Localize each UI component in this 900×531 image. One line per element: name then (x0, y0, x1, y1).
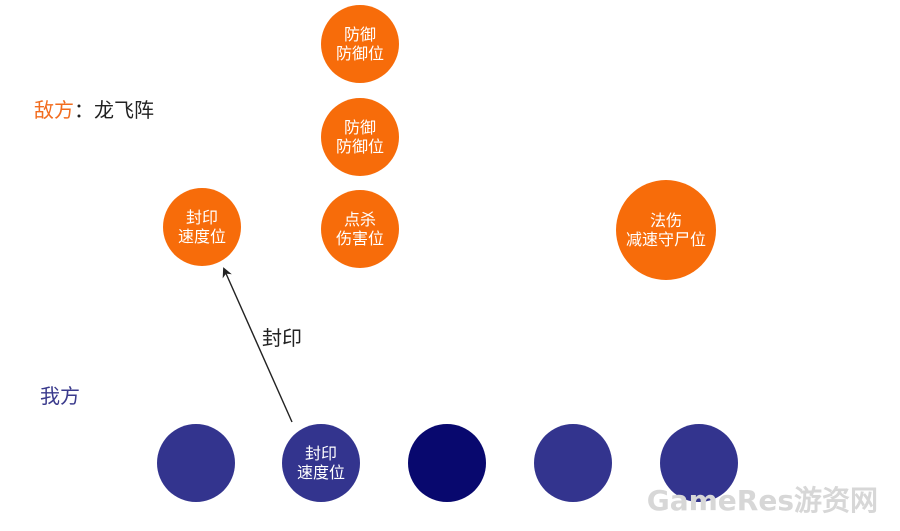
seal-arrow (222, 267, 293, 423)
ally-node-3 (408, 424, 486, 502)
enemy-side-text: 敌方 (34, 98, 74, 122)
watermark: GameRes游资网 (646, 484, 878, 517)
node-line1: 防御 (343, 118, 376, 137)
node-line2: 伤害位 (335, 229, 384, 248)
enemy-node-defense-1: 防御 防御位 (321, 5, 399, 83)
node-line2: 速度位 (296, 463, 345, 482)
ally-node-5 (660, 424, 738, 502)
ally-node-4 (534, 424, 612, 502)
ally-node-seal: 封印 速度位 (282, 424, 360, 502)
node-line1: 封印 (304, 444, 337, 463)
seal-arrow-label: 封印 (262, 326, 302, 350)
node-line2: 减速守尸位 (625, 230, 706, 249)
node-line1: 防御 (343, 25, 376, 44)
node-line1: 点杀 (343, 210, 376, 229)
node-line1: 法伤 (649, 211, 682, 230)
enemy-side-label: 敌方：龙飞阵 (34, 94, 154, 123)
node-line2: 防御位 (335, 44, 384, 63)
ally-side-label: 我方 (40, 384, 80, 408)
ally-node-1 (157, 424, 235, 502)
node-line2: 速度位 (177, 227, 226, 246)
enemy-node-defense-2: 防御 防御位 (321, 98, 399, 176)
formation-name: 龙飞阵 (94, 98, 154, 122)
enemy-node-damage: 点杀 伤害位 (321, 190, 399, 268)
node-line1: 封印 (185, 208, 218, 227)
enemy-node-seal: 封印 速度位 (163, 188, 241, 266)
node-line2: 防御位 (335, 137, 384, 156)
enemy-node-magic: 法伤 减速守尸位 (616, 180, 716, 280)
separator: ： (74, 98, 94, 122)
